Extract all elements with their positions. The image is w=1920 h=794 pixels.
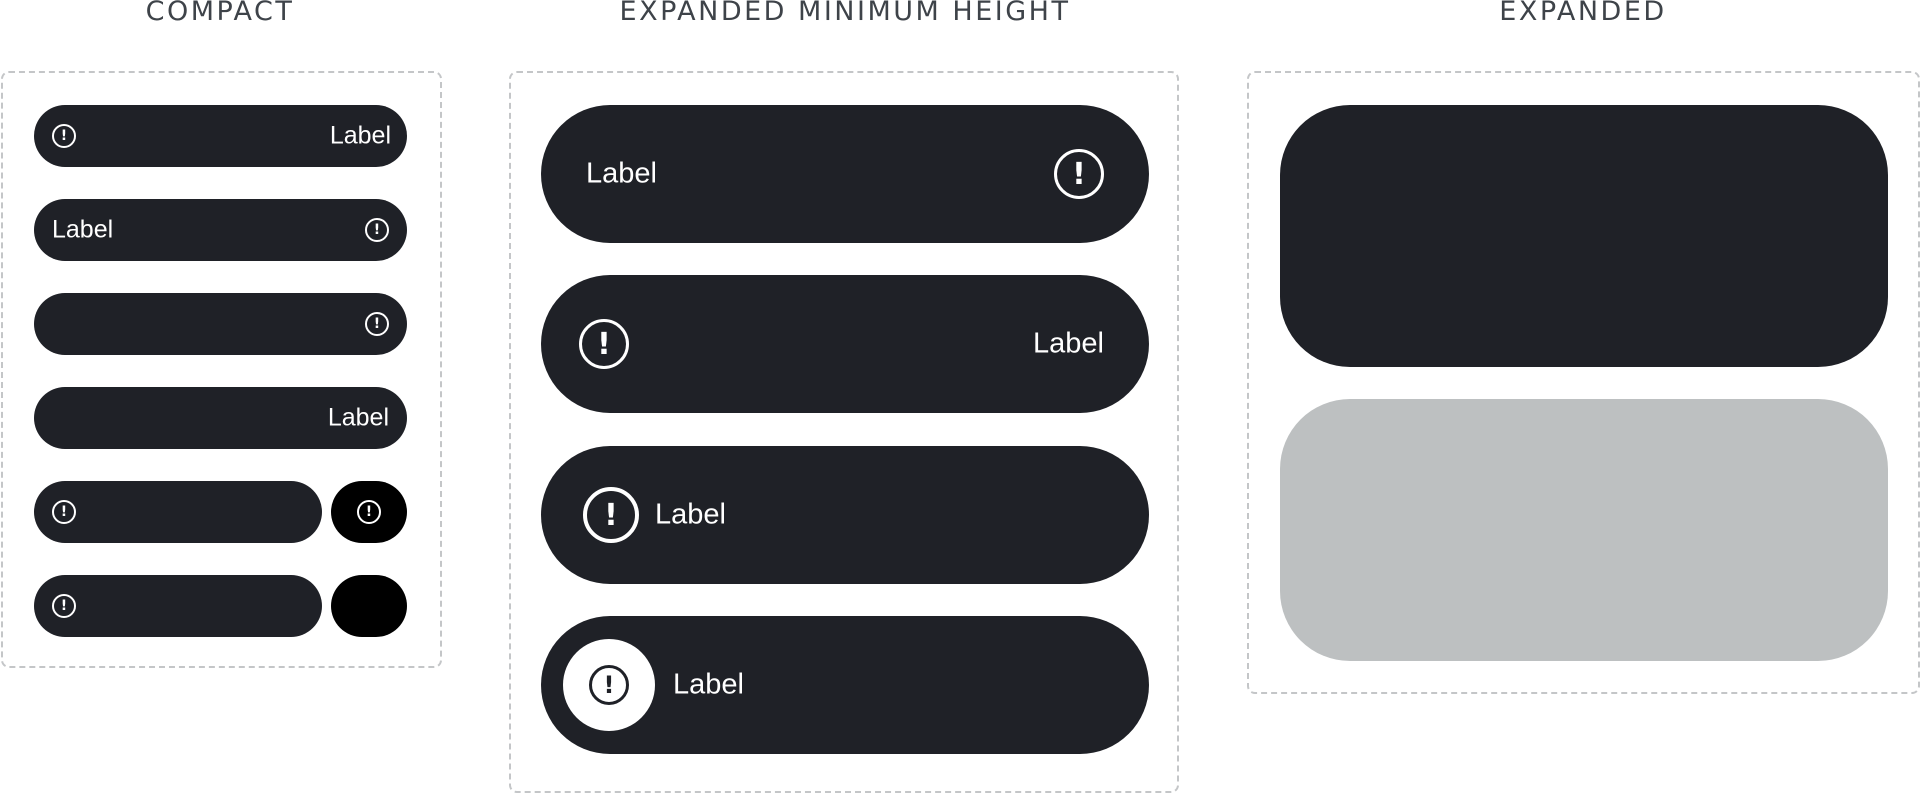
- alert-icon: !: [52, 594, 76, 618]
- pill-label: Label: [327, 403, 389, 432]
- expanded-title: EXPANDED: [1499, 0, 1667, 27]
- expanded-minimum-height-group: Label ! ! Label ! Label ! Label: [509, 71, 1179, 793]
- expanded-placeholder-surface: [1280, 399, 1888, 661]
- alert-icon: !: [365, 218, 389, 242]
- alert-icon: !: [357, 500, 381, 524]
- expanded-min-pill-label-icon[interactable]: Label !: [541, 105, 1149, 243]
- compact-split-pill-trailing[interactable]: !: [331, 481, 407, 543]
- pill-label: Label: [52, 215, 114, 244]
- pill-label: Label: [1033, 327, 1104, 360]
- alert-icon: !: [589, 665, 629, 705]
- alert-icon: !: [579, 319, 629, 369]
- compact-split-pill-leading[interactable]: !: [34, 481, 322, 543]
- alert-icon: !: [52, 500, 76, 524]
- compact-pill-label-only[interactable]: Label: [34, 387, 407, 449]
- compact-split-pill-leading[interactable]: !: [34, 575, 322, 637]
- alert-icon: !: [1054, 149, 1104, 199]
- compact-split-pill-empty[interactable]: [331, 575, 407, 637]
- compact-pill-label-icon[interactable]: Label !: [34, 199, 407, 261]
- alert-icon: !: [365, 312, 389, 336]
- pill-label: Label: [673, 668, 744, 701]
- icon-badge: !: [563, 639, 655, 731]
- expanded-group: [1247, 71, 1920, 694]
- expanded-min-pill-icon-label-left[interactable]: ! Label: [541, 446, 1149, 584]
- compact-pill-icon-label[interactable]: ! Label: [34, 105, 407, 167]
- expanded-dark-surface[interactable]: [1280, 105, 1888, 367]
- expanded-min-pill-icon-label-right[interactable]: ! Label: [541, 275, 1149, 413]
- expanded-min-pill-avatar-label[interactable]: ! Label: [541, 616, 1149, 754]
- expanded-minimum-height-title: EXPANDED MINIMUM HEIGHT: [619, 0, 1071, 27]
- compact-group: ! Label Label ! ! Label ! ! !: [1, 71, 442, 668]
- pill-label: Label: [586, 157, 657, 190]
- pill-label: Label: [655, 498, 726, 531]
- alert-icon: !: [583, 487, 639, 543]
- alert-icon: !: [52, 124, 76, 148]
- compact-pill-icon-only[interactable]: !: [34, 293, 407, 355]
- compact-title: COMPACT: [145, 0, 295, 27]
- pill-label: Label: [329, 121, 391, 150]
